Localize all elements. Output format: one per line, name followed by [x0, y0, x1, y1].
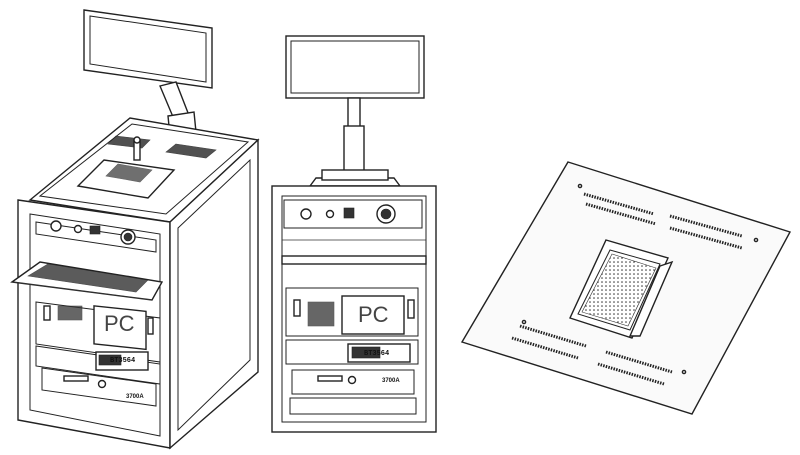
meter-label-middle: BT3564: [364, 350, 389, 358]
unit-label-left: 3700A: [126, 394, 144, 400]
unit-label-middle: 3700A: [382, 378, 400, 384]
indicator-icon: [73, 224, 83, 234]
cabinet-front-view: PC BT3564 3700A: [271, 35, 437, 433]
fixture-board-icon: [569, 239, 674, 339]
pc-label: PC: [358, 302, 389, 327]
power-switch-icon[interactable]: [343, 207, 355, 219]
keyboard-shelf[interactable]: [281, 255, 427, 265]
key-switch-icon[interactable]: [300, 208, 312, 220]
power-switch-icon[interactable]: [89, 225, 101, 235]
keyboard-icon[interactable]: [10, 261, 164, 301]
connector-rows: [511, 192, 743, 386]
indicator-icon: [325, 209, 335, 219]
fixture-board-icon: [76, 136, 176, 199]
fixture-board-isometric: [460, 161, 792, 415]
display-icon: [83, 9, 213, 137]
key-switch-icon[interactable]: [50, 220, 62, 232]
meter-label-left: BT3564: [110, 357, 135, 365]
pc-label: PC: [104, 311, 135, 336]
display-icon: [285, 35, 425, 173]
cabinet-isometric: PC BT3564 3700A: [10, 9, 260, 450]
